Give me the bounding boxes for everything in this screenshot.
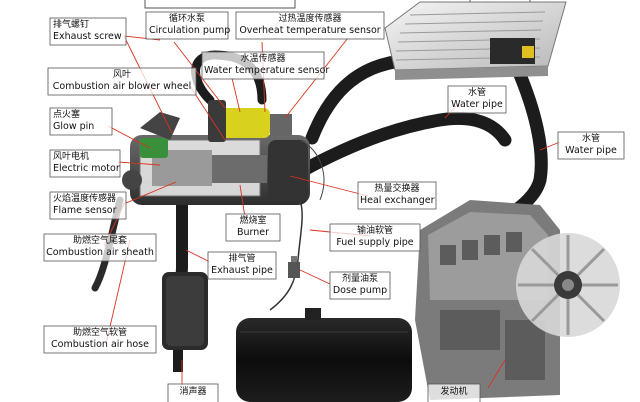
label-water-pipe-1: 水管 Water pipe (450, 88, 504, 110)
label-cn: 风叶电机 (53, 152, 90, 162)
label-en: Fuel supply pipe (336, 237, 414, 248)
label-water-temp-sensor: 水温传感器 Water temperature sensor (204, 54, 330, 76)
label-exhaust-pipe: 排气管 Exhaust pipe (210, 254, 274, 276)
label-en: Glow pin (53, 121, 95, 132)
engine (415, 200, 620, 400)
sensor-cable (299, 139, 325, 201)
label-en: Combustion air blower wheel (52, 81, 192, 92)
muffler (162, 272, 208, 372)
label-en: Overheat temperature sensor (239, 25, 381, 36)
label-en: Electric motor (53, 163, 120, 174)
label-boxes (43, 11, 625, 402)
label-en: Water pipe (451, 99, 503, 110)
label-en: Burner (236, 227, 270, 238)
label-overheat-sensor: 过热温度传感器 Overheat temperature sensor (238, 14, 382, 36)
label-cn: 燃烧室 (239, 216, 267, 226)
label-en: Flame sensor (53, 205, 117, 216)
label-en: Circulation pump (149, 25, 231, 36)
label-cn: 剂量油泵 (341, 274, 378, 284)
label-cn: 点火塞 (53, 110, 81, 120)
label-burner: 燃烧室 Burner (228, 216, 278, 238)
label-cn: 水温传感器 (240, 54, 286, 64)
label-cn: 助燃空气尾套 (72, 236, 127, 246)
label-heat-exchanger: 热量交换器 Heal exchanger (360, 184, 434, 206)
label-cn: 发动机 (440, 387, 468, 397)
label-exhaust-screw: 排气螺钉 Exhaust screw (53, 20, 122, 42)
label-en: Exhaust pipe (211, 265, 273, 276)
water-pipe-return (293, 111, 512, 179)
label-electric-motor: 风叶电机 Electric motor (53, 152, 120, 174)
label-blower-wheel: 风叶 Combustion air blower wheel (50, 70, 194, 92)
label-engine: 发动机 (430, 387, 478, 398)
label-cn: 风叶 (112, 70, 131, 80)
label-dose-pump: 剂量油泵 Dose pump (332, 274, 388, 296)
label-cn: 输油软管 (356, 226, 393, 236)
label-cn: 排气螺钉 (53, 20, 90, 30)
label-flame-sensor: 火焰温度传感器 Flame sensor (53, 194, 117, 216)
label-cn: 排气管 (228, 254, 256, 264)
label-cn: 水管 (581, 134, 600, 144)
label-cn: 火焰温度传感器 (53, 194, 117, 204)
label-muffler: 消声器 (170, 387, 216, 398)
label-en: Combustion air hose (51, 339, 149, 350)
top-label-box-cut (144, 0, 296, 9)
label-en: Combustion air sheath (46, 247, 154, 258)
label-en: Exhaust screw (53, 31, 122, 42)
label-air-sheath: 助燃空气尾套 Combustion air sheath (46, 236, 154, 258)
fuel-tank (236, 308, 412, 402)
label-fuel-supply-pipe: 输油软管 Fuel supply pipe (332, 226, 418, 248)
label-cn: 过热温度传感器 (278, 14, 342, 24)
label-glow-pin: 点火塞 Glow pin (53, 110, 94, 132)
label-cn: 助燃空气软管 (72, 328, 127, 338)
label-en: Dose pump (332, 285, 388, 296)
heater-unit (122, 100, 310, 205)
label-en: Water pipe (565, 145, 617, 156)
label-en: Water temperature sensor (204, 65, 330, 76)
label-cn: 消声器 (179, 387, 207, 397)
label-cn: 热量交换器 (374, 184, 420, 194)
label-cn: 循环水泵 (168, 14, 205, 24)
dose-pump (288, 256, 300, 278)
label-water-pipe-2: 水管 Water pipe (560, 134, 622, 156)
label-en: Heal exchanger (360, 195, 435, 206)
label-circulation-pump: 循环水泵 Circulation pump (149, 14, 231, 36)
label-cn: 水管 (467, 88, 486, 98)
radiator (384, 1, 567, 80)
label-air-hose: 助燃空气软管 Combustion air hose (46, 328, 154, 350)
fuel-supply-line (269, 199, 303, 311)
